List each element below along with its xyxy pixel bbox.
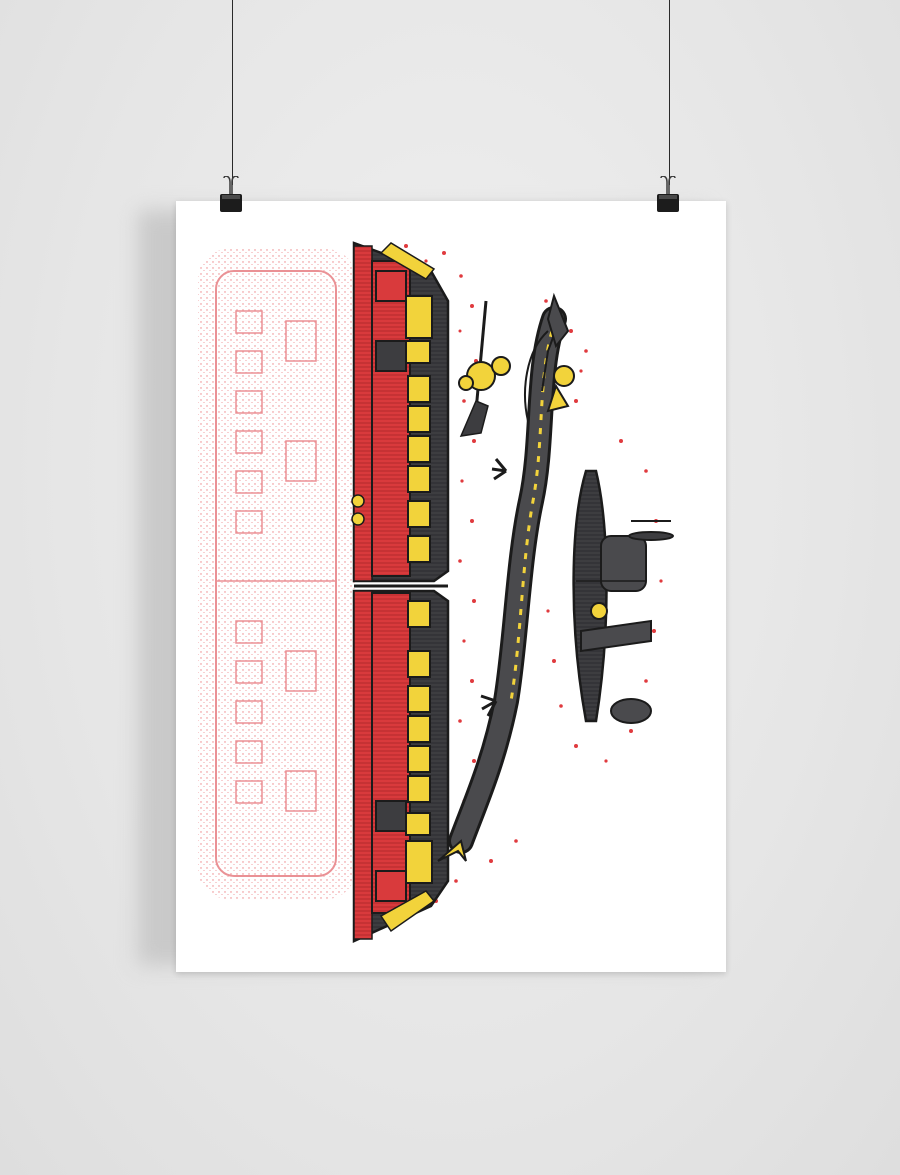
poster [176,201,726,972]
ghost-train [198,249,356,899]
poster-artwork [198,241,674,943]
binder-clip-right [657,176,679,212]
seaplane [572,469,674,724]
dragon [437,292,575,862]
hanging-string-left [232,0,233,185]
train [351,241,450,943]
confetti-dots [404,244,663,903]
hanging-string-right [669,0,670,185]
witch-on-broom [458,300,511,437]
binder-clip-left [220,176,242,212]
